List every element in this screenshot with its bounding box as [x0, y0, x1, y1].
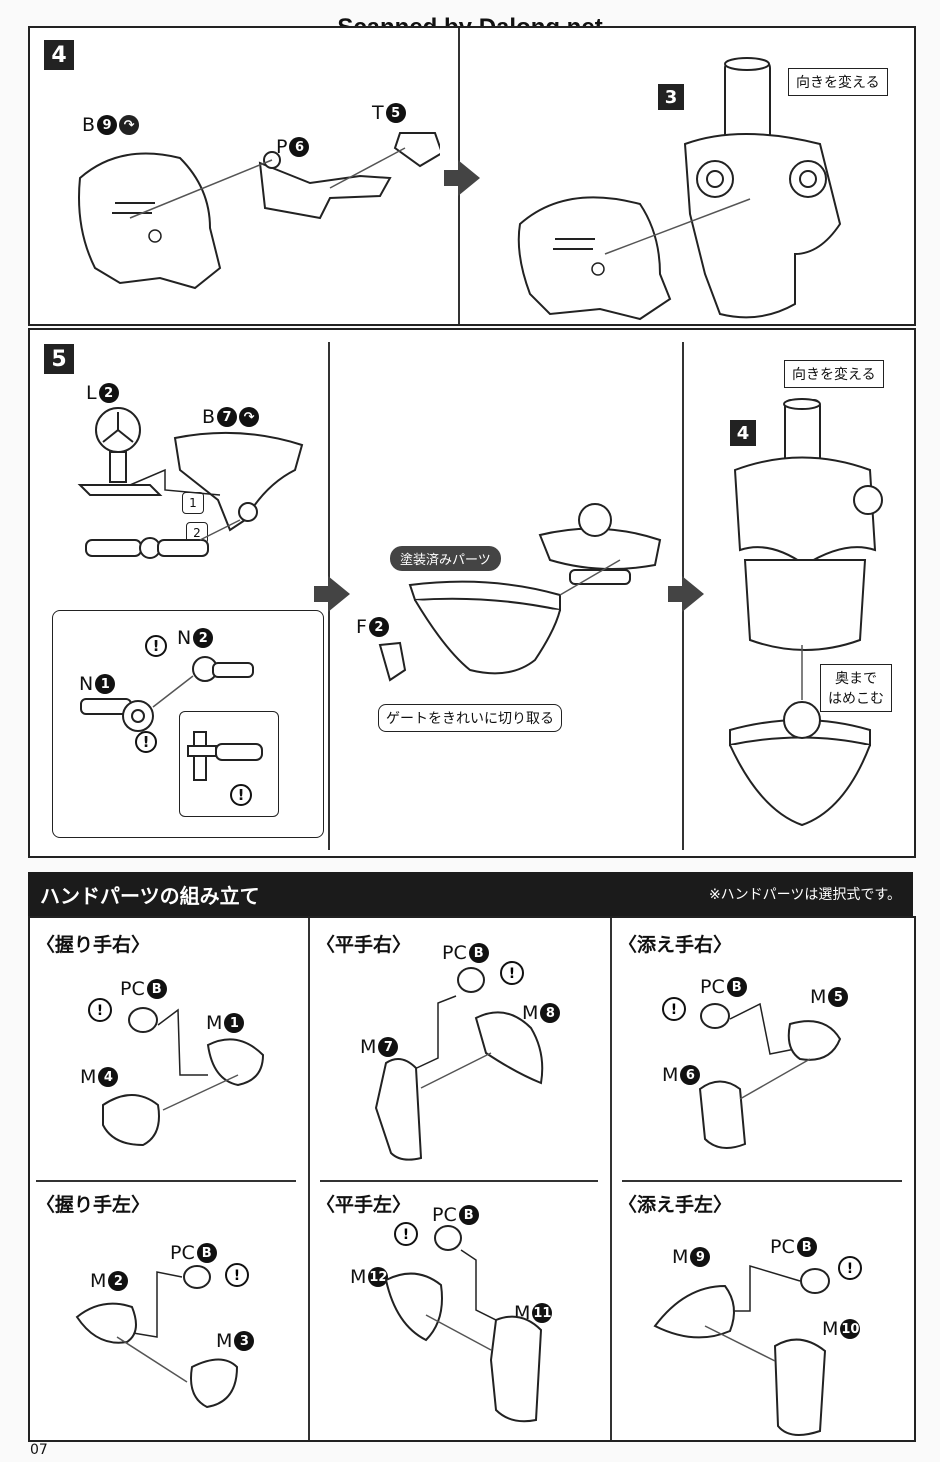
- warning-icon: !: [230, 784, 252, 806]
- hand-sketch: !: [88, 998, 265, 1147]
- hands-panel: [28, 916, 916, 1442]
- ref-badge: 3: [658, 84, 684, 110]
- svg-text:!: !: [234, 1268, 240, 1284]
- peg-detail-sketch: [187, 731, 263, 781]
- chest-armor-sketch: [78, 132, 440, 290]
- hand-sketch: !: [384, 1222, 543, 1423]
- hand-title: 〈握り手左〉: [36, 1194, 151, 1216]
- warning-icon: !: [145, 635, 167, 657]
- arrow-icon: [314, 576, 350, 612]
- hands-header: ハンドパーツの組み立て ※ハンドパーツは選択式です。: [28, 872, 913, 916]
- waist-parts-sketch: [77, 407, 304, 559]
- hip-assembly-sketch: [378, 503, 662, 682]
- joint-detail-sketch: [80, 656, 254, 732]
- hand-sketch: !: [75, 1263, 249, 1409]
- hand-sketch: !: [653, 1256, 862, 1436]
- step-number: 4: [44, 40, 74, 70]
- turn-callout: 向きを変える: [788, 68, 888, 96]
- hand-title: 〈添え手左〉: [618, 1194, 733, 1216]
- hands-title: ハンドパーツの組み立て: [40, 883, 260, 908]
- turn-callout: 向きを変える: [784, 360, 884, 388]
- hand-sketch: !: [662, 997, 842, 1149]
- svg-text:!: !: [847, 1261, 853, 1277]
- svg-text:!: !: [509, 966, 515, 982]
- step-number: 5: [44, 344, 74, 374]
- svg-text:!: !: [671, 1002, 677, 1018]
- torso-sketch: [517, 57, 842, 321]
- painted-parts-label: 塗装済みパーツ: [390, 546, 501, 571]
- divider: [308, 918, 310, 1440]
- hand-sketch: !: [374, 961, 544, 1161]
- hand-title: 〈平手右〉: [316, 934, 412, 956]
- page-number: 07: [30, 1442, 48, 1458]
- sticker-icon: ↷: [239, 407, 260, 427]
- torso-hip-sketch: [729, 398, 883, 827]
- divider: [610, 918, 612, 1440]
- hand-title: 〈平手左〉: [316, 1194, 412, 1216]
- sticker-icon: ↷: [119, 115, 140, 135]
- warning-icon: !: [135, 731, 157, 753]
- detail-sub-inset: !: [179, 711, 279, 817]
- insert-callout: 奥まで はめこむ: [820, 664, 892, 712]
- hand-title: 〈添え手右〉: [618, 934, 733, 956]
- ref-badge: 4: [730, 420, 756, 446]
- hands-note: ※ハンドパーツは選択式です。: [708, 887, 901, 903]
- arrow-icon: [668, 576, 704, 612]
- divider: [320, 1180, 598, 1182]
- arrow-icon: [444, 160, 480, 196]
- svg-text:!: !: [97, 1003, 103, 1019]
- svg-text:!: !: [403, 1227, 409, 1243]
- gate-callout: ゲートをきれいに切り取る: [378, 704, 562, 732]
- divider: [36, 1180, 296, 1182]
- divider: [622, 1180, 902, 1182]
- hand-title: 〈握り手右〉: [36, 934, 151, 956]
